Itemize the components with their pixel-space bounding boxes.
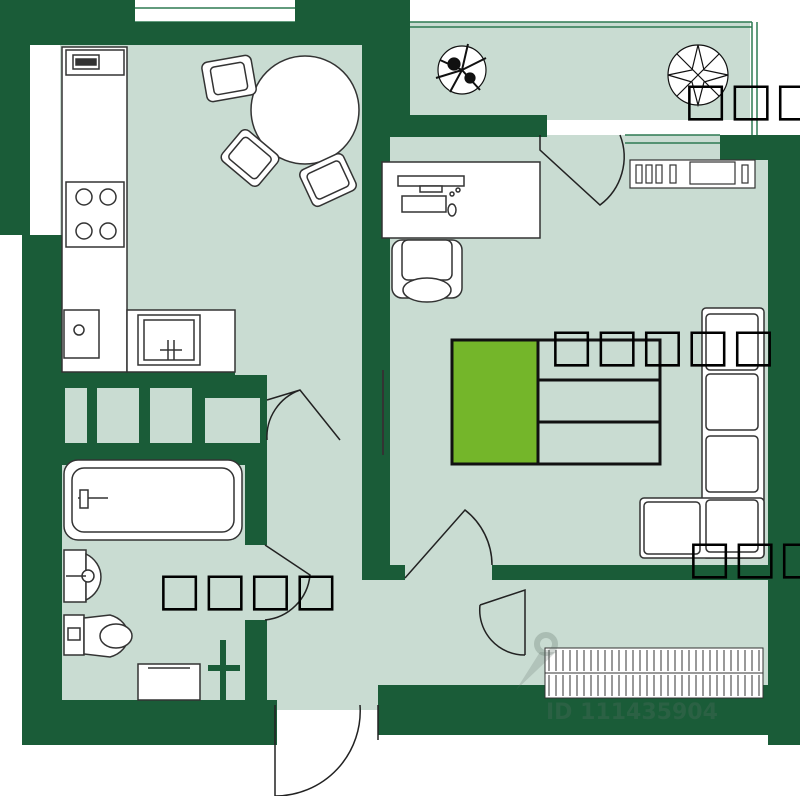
room-label-storage: □□□ [688, 530, 800, 584]
toilet-icon [63, 614, 133, 658]
plant-icon [435, 43, 487, 95]
dining-table [250, 55, 360, 165]
doors [264, 134, 625, 796]
shelf [629, 159, 756, 189]
watermark-logo [512, 630, 752, 730]
dining-set [201, 54, 360, 208]
room-label-balcony: □□□ [684, 72, 800, 126]
plant-icon [667, 44, 729, 108]
bed [450, 338, 662, 466]
office-chair [391, 239, 463, 303]
walls [0, 0, 800, 745]
kitchen-counter [61, 46, 236, 373]
bathtub-icon [63, 459, 243, 541]
watermark-text: ID 111435904 [546, 700, 718, 725]
washbasin-icon [63, 549, 102, 603]
desk [381, 161, 541, 239]
sofa [639, 307, 765, 559]
washing-machine-icon [137, 663, 201, 701]
room-label-living: □□□□□ [550, 318, 778, 372]
room-label-bathroom: □□□□ [158, 562, 340, 616]
